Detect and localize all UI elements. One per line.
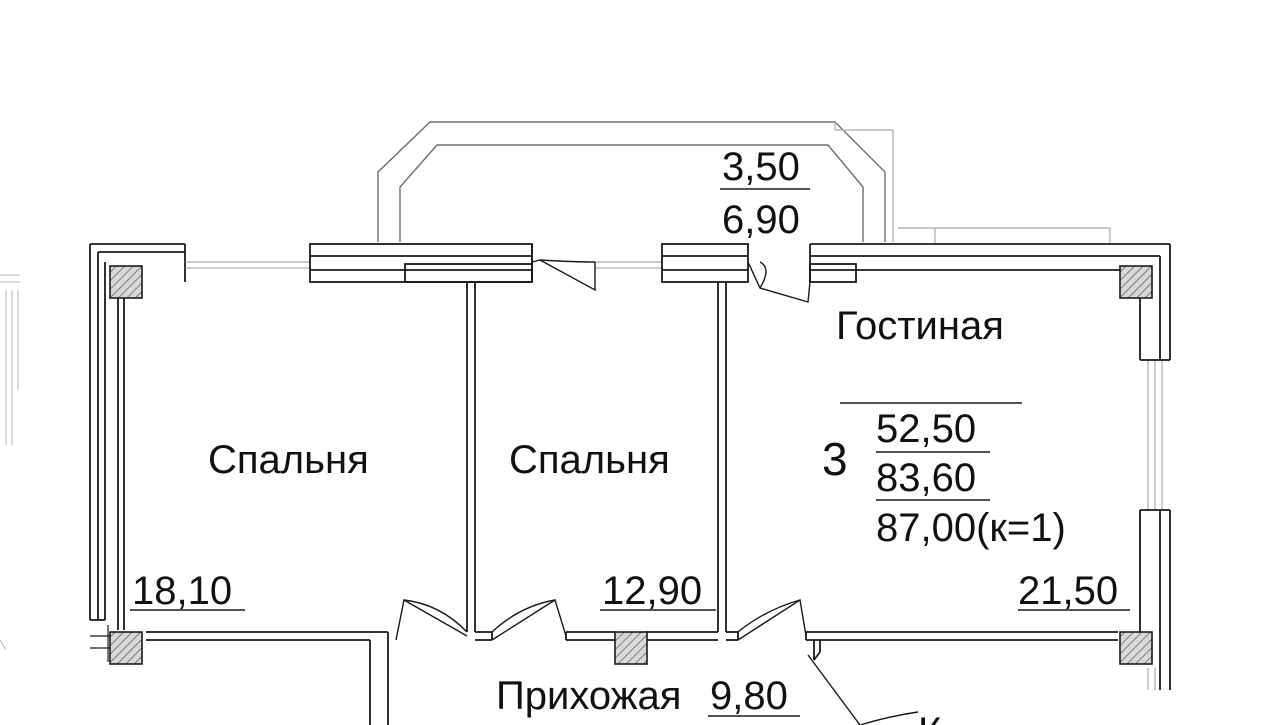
room-name-bedroom-mid: Спальня: [509, 438, 670, 482]
room-name-bedroom-left: Спальня: [208, 438, 369, 482]
balcony-total: 6,90: [722, 198, 800, 242]
outer-walls: [89, 243, 1171, 690]
fraction-lines: [130, 188, 1130, 717]
room-name-living: Гостиная: [836, 304, 1004, 348]
columns: [109, 265, 1153, 665]
column-tick-marks: [90, 625, 110, 662]
balcony: [377, 121, 1111, 244]
apartment-total-with-balcony: 87,00(к=1): [876, 506, 1066, 550]
apartment-room-count: 3: [822, 433, 848, 485]
balcony-area: 3,50: [722, 145, 800, 189]
room-area-hallway: 9,80: [710, 674, 788, 718]
partial-room-label: К: [918, 710, 942, 725]
apartment-living-area: 52,50: [876, 407, 976, 451]
left-edge-fragments: [0, 274, 20, 651]
room-name-hallway: Прихожая: [496, 674, 681, 718]
interior-walls: [90, 282, 1118, 725]
room-area-bedroom-mid: 12,90: [602, 569, 702, 613]
doors: [395, 259, 919, 725]
room-area-living: 21,50: [1018, 569, 1118, 613]
apartment-total-area: 83,60: [876, 456, 976, 500]
room-area-bedroom-left: 18,10: [132, 569, 232, 613]
